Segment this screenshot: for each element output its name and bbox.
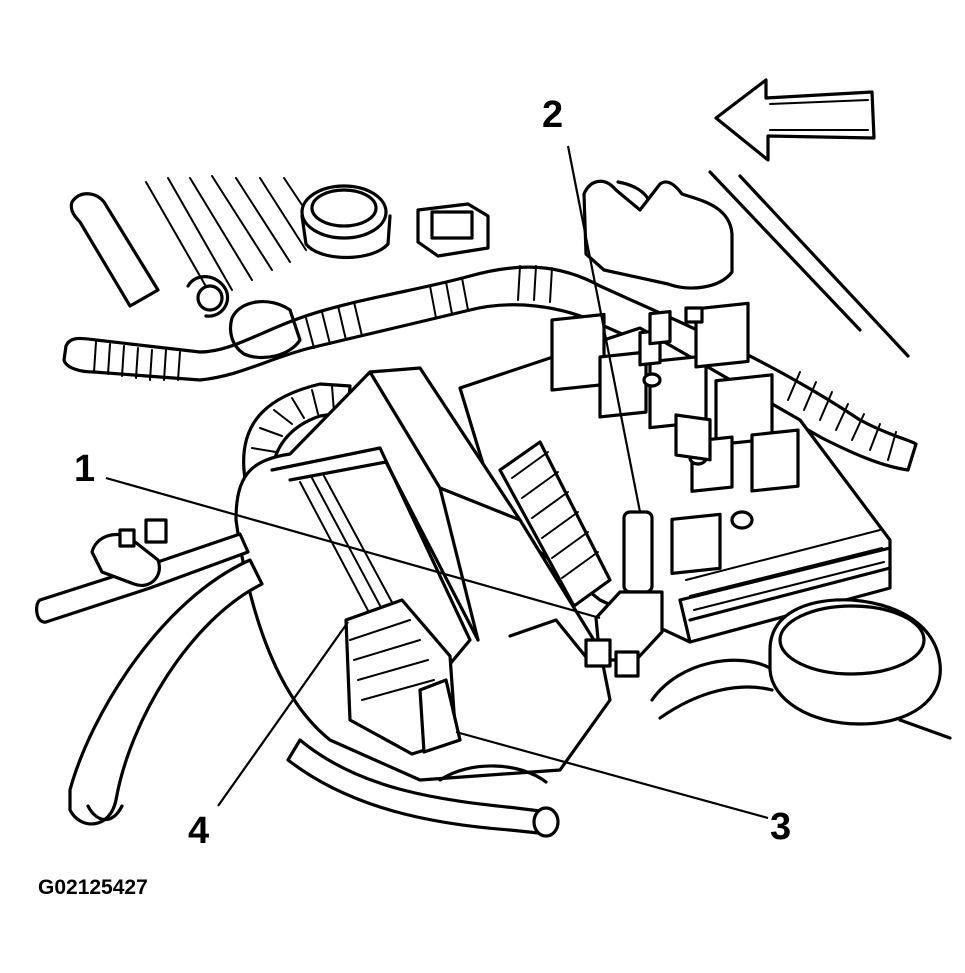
callout-3: 3 bbox=[770, 806, 792, 848]
top-reservoir bbox=[582, 179, 734, 290]
direction-arrow-icon bbox=[714, 78, 876, 162]
wiring-harness bbox=[62, 265, 918, 472]
lower-left-hose bbox=[68, 558, 264, 826]
underhood-fuse-relay-box bbox=[458, 301, 892, 644]
oil-filler-cap bbox=[300, 184, 392, 260]
callout-2: 2 bbox=[542, 94, 564, 136]
callout-1: 1 bbox=[74, 448, 96, 490]
top-sensor bbox=[416, 202, 490, 258]
engine-background-lines bbox=[145, 170, 910, 358]
callout-leaders bbox=[105, 145, 769, 820]
figure-id: G02125427 bbox=[38, 876, 148, 899]
upper-hose-left bbox=[69, 192, 230, 318]
module-connector bbox=[344, 598, 462, 756]
sensor-connector bbox=[584, 510, 664, 678]
harness-connector-right bbox=[674, 306, 712, 462]
callout-4: 4 bbox=[188, 810, 210, 852]
fuel-line-fitting bbox=[35, 518, 250, 624]
lower-tube bbox=[286, 738, 560, 838]
reservoir-cap bbox=[650, 598, 952, 740]
